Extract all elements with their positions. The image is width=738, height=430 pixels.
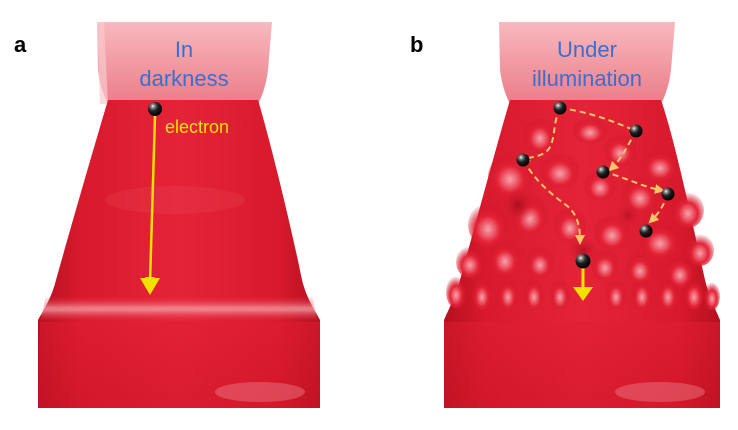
panel-a-arrowhead — [140, 278, 160, 295]
panel-b-exit-arrowhead — [573, 287, 593, 301]
panel-a-title-line1: In — [175, 37, 193, 62]
panel-b-electron-icon — [553, 101, 567, 115]
panel-a: a In darkness electron — [14, 22, 320, 408]
panel-b-electron-icon — [639, 224, 653, 238]
panel-b-electron-icon — [516, 153, 530, 167]
panel-a-electron-icon — [148, 102, 162, 116]
panel-a-waist-band — [40, 296, 318, 322]
panel-a-top-sheet — [97, 22, 272, 104]
panel-b-path-1 — [519, 107, 561, 163]
panel-a-electron-label: electron — [165, 117, 229, 137]
panel-b-path-5 — [523, 159, 585, 245]
panel-a-title-line2: darkness — [139, 66, 228, 91]
panel-b-top-sheet — [499, 22, 675, 104]
panel-b-electron-icon — [661, 187, 675, 201]
panel-b-electron-icon — [596, 165, 610, 179]
panel-b-title-line1: Under — [557, 37, 617, 62]
panel-a-letter: a — [14, 32, 27, 57]
panel-b-electron-icon — [575, 253, 591, 269]
panel-b-title-line2: illumination — [532, 66, 642, 91]
panel-a-trajectory-arrow — [145, 115, 157, 287]
panel-b-letter: b — [410, 32, 423, 57]
panel-b: b — [410, 22, 720, 408]
panel-b-electron-icon — [629, 124, 643, 138]
panel-b-potential-peaks — [446, 116, 720, 310]
